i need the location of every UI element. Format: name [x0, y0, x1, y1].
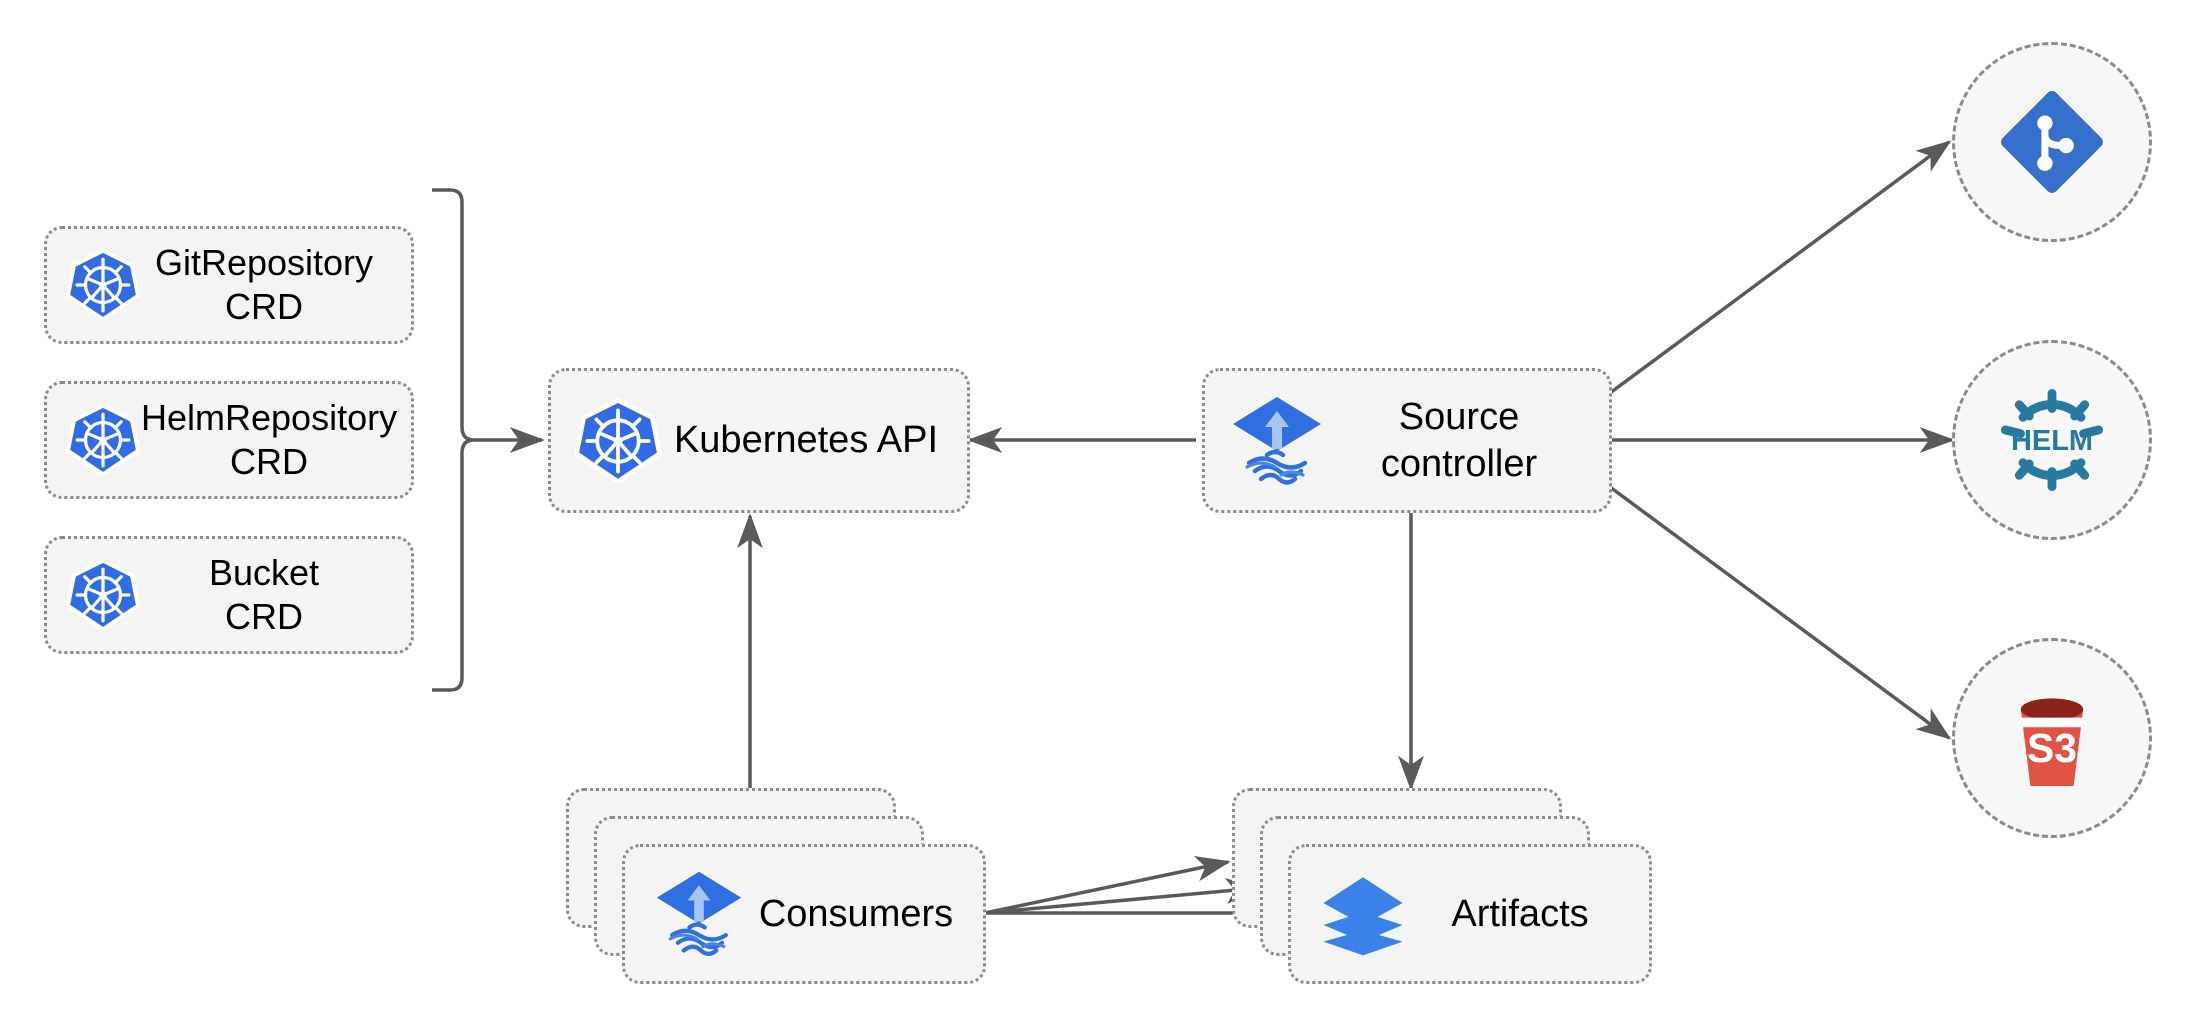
- crd-box-helmrepository[interactable]: HelmRepository CRD: [44, 381, 414, 499]
- edge-source-controller-to-git: [1608, 140, 1952, 395]
- consumers-card-front[interactable]: Consumers: [622, 844, 986, 984]
- kubernetes-api-box[interactable]: Kubernetes API: [548, 368, 970, 513]
- consumers-label: Consumers: [758, 892, 954, 935]
- source-controller-box[interactable]: Source controller: [1202, 368, 1612, 513]
- crd-box-gitrepository[interactable]: GitRepository CRD: [44, 226, 414, 344]
- s3-wordmark: S3: [2027, 725, 2077, 771]
- git-icon: [1993, 83, 2111, 201]
- kubernetes-icon: [65, 247, 141, 323]
- s3-icon: S3: [1992, 678, 2112, 798]
- crd-label: GitRepository CRD: [154, 242, 374, 327]
- artifacts-stack[interactable]: Artifacts: [1232, 788, 1652, 988]
- flux-icon: [651, 866, 747, 962]
- kubernetes-icon: [65, 557, 141, 633]
- artifacts-card-front[interactable]: Artifacts: [1288, 844, 1652, 984]
- crd-group-bracket: [432, 188, 475, 692]
- kubernetes-icon: [573, 396, 663, 486]
- layers-icon: [1317, 868, 1409, 960]
- artifacts-label: Artifacts: [1451, 892, 1589, 935]
- flux-icon: [1227, 391, 1327, 491]
- kubernetes-api-label: Kubernetes API: [673, 419, 939, 462]
- consumers-stack[interactable]: Consumers: [566, 788, 986, 988]
- kubernetes-icon: [65, 402, 141, 478]
- edge-source-controller-to-s3: [1608, 485, 1952, 740]
- git-target-circle[interactable]: [1952, 42, 2152, 242]
- edge-consumers-to-artifacts-1: [984, 855, 1231, 915]
- helm-target-circle[interactable]: HELM: [1952, 340, 2152, 540]
- source-controller-label: Source controller: [1380, 396, 1538, 485]
- crd-box-bucket[interactable]: Bucket CRD: [44, 536, 414, 654]
- crd-label: HelmRepository CRD: [141, 397, 398, 482]
- helm-icon: HELM: [1989, 377, 2115, 503]
- crd-label: Bucket CRD: [208, 552, 320, 637]
- helm-wordmark: HELM: [2011, 425, 2093, 457]
- s3-target-circle[interactable]: S3: [1952, 638, 2152, 838]
- edge-consumers-to-artifacts-2: [984, 878, 1261, 915]
